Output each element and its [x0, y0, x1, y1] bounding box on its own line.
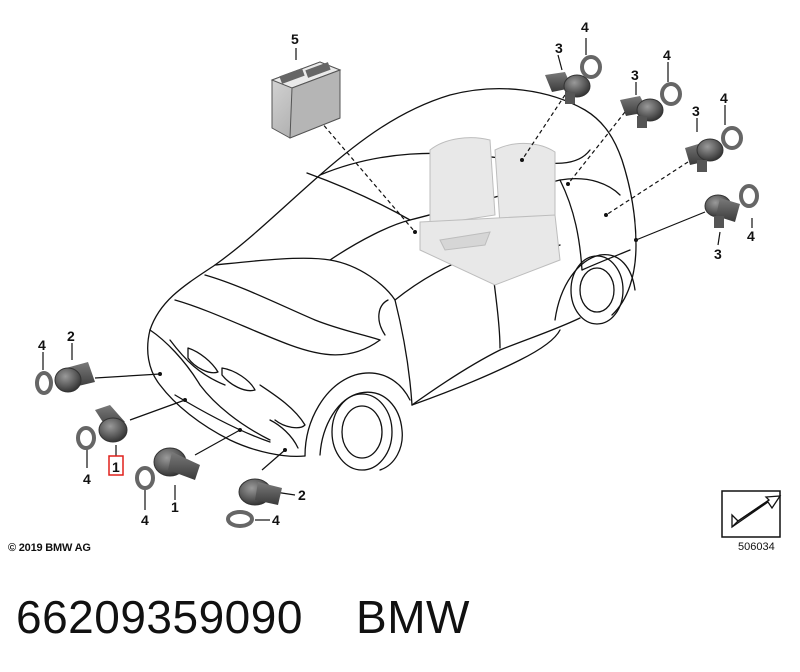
- front-right-sensor[interactable]: [238, 478, 282, 506]
- callout-ring-rear-2: 4: [663, 47, 671, 63]
- rear-sensor-1[interactable]: [545, 72, 591, 104]
- car-outline: [147, 88, 637, 471]
- callout-ring-front-left-outer: 4: [38, 337, 46, 353]
- callout-highlight-box: [108, 455, 124, 476]
- copyright-text: © 2019 BMW AG: [8, 542, 91, 554]
- callout-sensor-front-right: 2: [298, 487, 306, 503]
- callout-ring-front-right: 4: [272, 512, 280, 528]
- rear-ring-3[interactable]: [721, 126, 743, 150]
- callout-sensor-rear-1: 3: [555, 40, 563, 56]
- rear-seat: [419, 137, 561, 286]
- rear-ring-2[interactable]: [660, 82, 682, 106]
- rear-sensor-4[interactable]: [704, 194, 740, 228]
- brand-name: BMW: [356, 591, 470, 643]
- front-left-outer-sensor[interactable]: [54, 362, 95, 393]
- rear-sensor-2[interactable]: [620, 96, 664, 128]
- callout-sensor-front-center: 1: [171, 499, 179, 515]
- front-center-ring[interactable]: [135, 466, 155, 490]
- rear-ring-4[interactable]: [739, 184, 759, 208]
- part-footer: 66209359090 BMW: [16, 590, 470, 644]
- part-number: 66209359090: [16, 591, 303, 643]
- callout-sensor-front-left-inner[interactable]: 1: [112, 459, 120, 475]
- front-left-inner-sensor[interactable]: [95, 405, 128, 443]
- callout-ring-rear-1: 4: [581, 19, 589, 35]
- front-left-inner-ring[interactable]: [76, 426, 96, 450]
- callout-ring-rear-3: 4: [720, 90, 728, 106]
- front-center-sensor[interactable]: [153, 447, 200, 480]
- callout-sensor-front-left-outer: 2: [67, 328, 75, 344]
- callout-ring-front-left-inner: 4: [83, 471, 91, 487]
- mount-points: [158, 158, 638, 452]
- callout-ring-rear-4: 4: [747, 228, 755, 244]
- callout-ring-front-center: 4: [141, 512, 149, 528]
- leader-lines: [42, 38, 753, 521]
- rear-sensor-3[interactable]: [685, 138, 724, 172]
- navigation-arrow-icon[interactable]: [721, 490, 782, 538]
- front-right-ring[interactable]: [226, 510, 254, 528]
- callout-sensor-rear-4: 3: [714, 246, 722, 262]
- callout-control-unit: 5: [291, 31, 299, 47]
- control-unit-part[interactable]: [270, 61, 342, 139]
- rear-ring-1[interactable]: [580, 55, 602, 79]
- diagram-code: 506034: [738, 541, 775, 553]
- front-left-outer-ring[interactable]: [35, 371, 53, 395]
- callout-sensor-rear-2: 3: [631, 67, 639, 83]
- callout-sensor-rear-3: 3: [692, 103, 700, 119]
